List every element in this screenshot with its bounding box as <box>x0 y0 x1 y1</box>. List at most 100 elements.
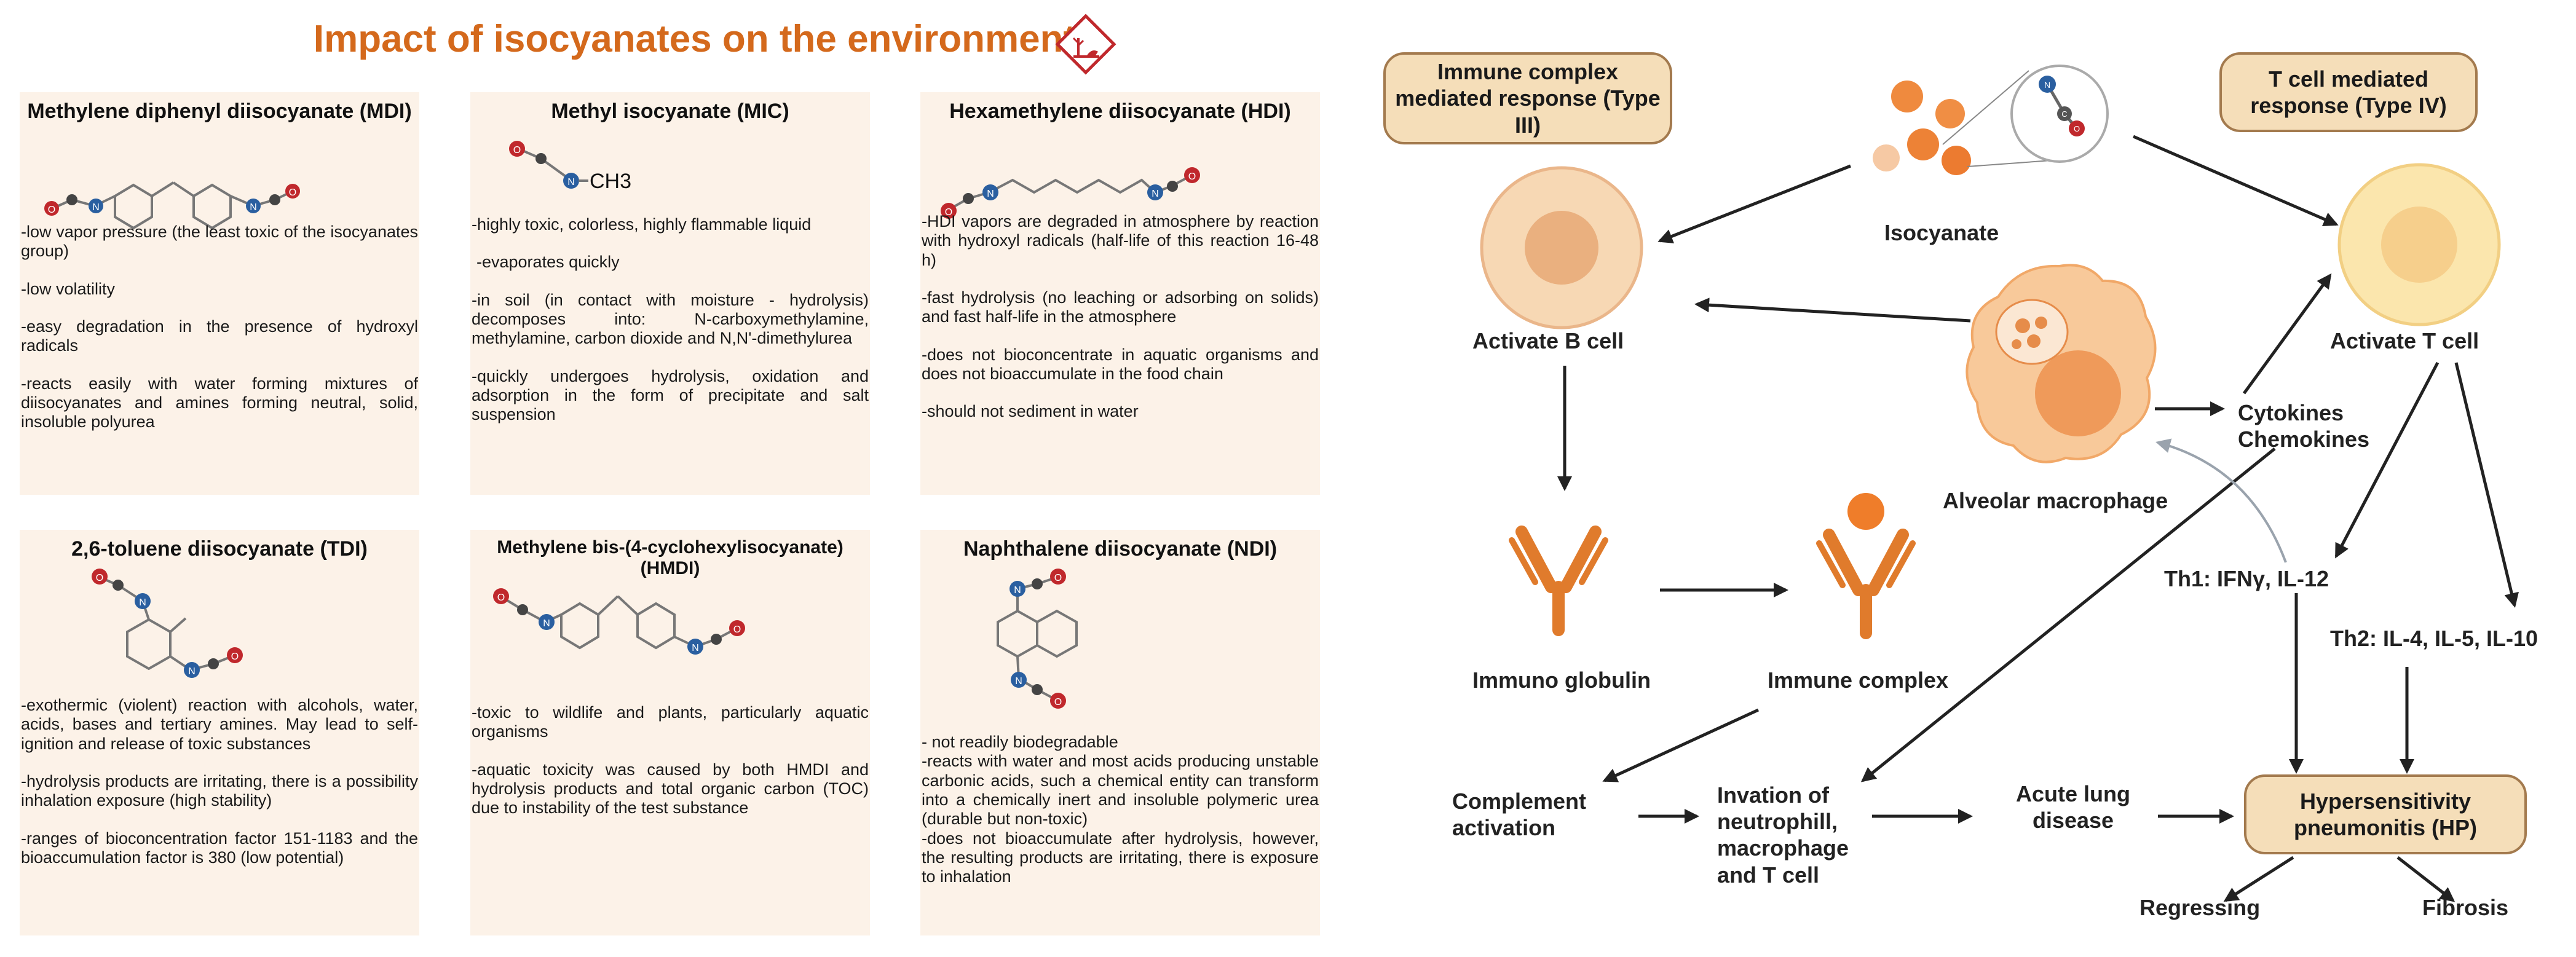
atom-label: O <box>1054 697 1062 707</box>
card-paragraph: -does not bioconcentrate in aquatic orga… <box>922 345 1319 383</box>
b-cell-label: Activate B cell <box>1472 328 1624 353</box>
card-paragraph: -toxic to wildlife and plants, particula… <box>472 703 869 741</box>
card-title: Methylene diphenyl diisocyanate (MDI) <box>27 100 412 123</box>
arrow-macrophage-bcell <box>1694 297 1971 323</box>
atom-label: O <box>2074 124 2080 133</box>
arrow-hp-regressing <box>2223 856 2294 902</box>
card-paragraph: -does not bioaccumulate after hydrolysis… <box>922 829 1319 886</box>
type4-box: T cell mediated response (Type IV) <box>2219 52 2478 132</box>
card-paragraph: -reacts easily with water forming mixtur… <box>21 374 418 431</box>
tdi-structure-icon: O N N O <box>92 569 243 678</box>
mic-structure-icon: O N CH3 <box>509 141 631 193</box>
atom-label: O <box>231 652 239 662</box>
card-title: Methylene bis-(4-cyclohexylisocyanate) (… <box>497 537 844 578</box>
atom-label: N <box>139 597 146 608</box>
card-paragraph: -easy degradation in the presence of hyd… <box>21 317 418 355</box>
atom-label: O <box>513 145 521 156</box>
card-paragraph: - not readily biodegradable <box>922 733 1118 751</box>
atom-label: N <box>188 666 196 677</box>
atom-label: C <box>2061 109 2067 119</box>
atom-label: O <box>1188 171 1196 182</box>
card-paragraph: -evaporates quickly <box>476 253 620 272</box>
immunoglobulin-label: Immuno globulin <box>1472 668 1651 693</box>
hp-label: Hypersensitivity pneumonitis (HP) <box>2294 788 2477 840</box>
card-paragraph: -quickly undergoes hydrolysis, oxidation… <box>472 366 869 424</box>
card-paragraph: -reacts with water and most acids produc… <box>922 752 1319 829</box>
mdi-structure-icon: O N N O <box>44 181 300 230</box>
type3-box: Immune complex mediated response (Type I… <box>1383 52 1672 144</box>
card-mdi: Methylene diphenyl diisocyanate (MDI) O … <box>20 92 419 495</box>
invasion-label: Invation of neutrophill, macrophage and … <box>1717 782 1849 888</box>
type4-label: T cell mediated response (Type IV) <box>2250 66 2447 118</box>
isocyanate-label: Isocyanate <box>1884 220 1999 245</box>
immunoglobulin-icon <box>1509 526 1608 636</box>
atom-label: O <box>289 187 296 198</box>
card-ndi: Naphthalene diisocyanate (NDI) N O N O -… <box>920 530 1320 935</box>
card-title: Methyl isocyanate (MIC) <box>551 100 789 123</box>
ndi-structure-icon: N O N O <box>997 569 1078 709</box>
atom-label: O <box>497 593 505 603</box>
card-hmdi: Methylene bis-(4-cyclohexylisocyanate) (… <box>470 530 870 935</box>
arrow-hp-fibrosis <box>2396 856 2455 902</box>
acute-label: Acute lung disease <box>2016 781 2130 833</box>
fibrosis-label: Fibrosis <box>2422 895 2509 920</box>
atom-label: O <box>1054 573 1062 583</box>
atom-label: N <box>2044 80 2050 90</box>
arrow-cytokines-tcell <box>2242 273 2332 395</box>
immune-complex-label: Immune complex <box>1768 668 1949 693</box>
atom-label: N <box>1015 676 1022 687</box>
atom-label: N <box>692 643 699 653</box>
methyl-label: CH3 <box>590 170 631 193</box>
card-title: Hexamethylene diisocyanate (HDI) <box>949 100 1291 123</box>
atom-label: N <box>987 189 994 199</box>
card-tdi: 2,6-toluene diisocyanate (TDI) O N N O -… <box>20 530 419 935</box>
atom-label: N <box>250 202 257 213</box>
arrow-cytokines-invasion <box>1860 447 2276 782</box>
atom-label: N <box>1014 585 1021 596</box>
th2-label: Th2: IL-4, IL-5, IL-10 <box>2330 626 2538 651</box>
atom-label: O <box>733 624 741 635</box>
card-mic: Methyl isocyanate (MIC) O N CH3 -highly … <box>470 92 870 495</box>
arrow-tcell-th1 <box>2334 361 2440 559</box>
arrow-isocyanate-bcell <box>1657 164 1851 243</box>
card-paragraph: -low vapor pressure (the least toxic of … <box>21 223 418 261</box>
atom-label: O <box>48 205 55 215</box>
macrophage-label: Alveolar macrophage <box>1943 488 2168 513</box>
immune-complex-icon <box>1816 493 1916 639</box>
card-paragraph: -hydrolysis products are irritating, the… <box>21 771 418 810</box>
macrophage-icon <box>1966 264 2157 463</box>
page-title: Impact of isocyanates on the environment <box>313 18 1077 60</box>
complement-label: Complement activation <box>1452 789 1587 841</box>
type3-label: Immune complex mediated response (Type I… <box>1395 59 1661 138</box>
card-paragraph: -HDI vapors are degraded in atmosphere b… <box>922 212 1319 269</box>
card-paragraph: -ranges of bioconcentration factor 151-1… <box>21 829 418 867</box>
t-cell-label: Activate T cell <box>2330 328 2479 353</box>
atom-label: N <box>1152 189 1159 199</box>
card-paragraph: -aquatic toxicity was caused by both HMD… <box>472 760 869 817</box>
hp-box: Hypersensitivity pneumonitis (HP) <box>2244 774 2527 854</box>
card-paragraph: -in soil (in contact with moisture - hyd… <box>472 290 869 348</box>
atom-label: N <box>92 202 100 213</box>
card-paragraph: -highly toxic, colorless, highly flammab… <box>472 215 812 234</box>
arrow-isocyanate-tcell <box>2133 135 2339 227</box>
hdi-structure-icon: O N N O <box>941 167 1200 219</box>
card-hdi: Hexamethylene diisocyanate (HDI) O N N O… <box>920 92 1320 495</box>
atom-label: N <box>567 177 575 187</box>
environment-hazard-icon <box>1055 14 1116 75</box>
arrow-complex-complement <box>1602 708 1760 782</box>
regressing-label: Regressing <box>2139 895 2261 920</box>
atom-label: N <box>543 618 550 629</box>
th1-label: Th1: IFNγ, IL-12 <box>2164 566 2329 591</box>
cytokines-label: Cytokines Chemokines <box>2238 400 2370 452</box>
card-paragraph: -low volatility <box>21 279 116 298</box>
card-title: 2,6-toluene diisocyanate (TDI) <box>71 537 368 561</box>
card-paragraph: -exothermic (violent) reaction with alco… <box>21 696 418 753</box>
arrow-tcell-th2 <box>2454 362 2519 608</box>
atom-label: O <box>96 573 103 583</box>
arrow-th1-macrophage <box>2155 438 2287 563</box>
hmdi-structure-icon: O N N O <box>493 588 745 655</box>
isocyanate-molecule-icon: N C O <box>1873 65 2109 175</box>
card-paragraph: -fast hydrolysis (no leaching or adsorbi… <box>922 288 1319 326</box>
card-paragraph: -should not sediment in water <box>922 402 1139 421</box>
